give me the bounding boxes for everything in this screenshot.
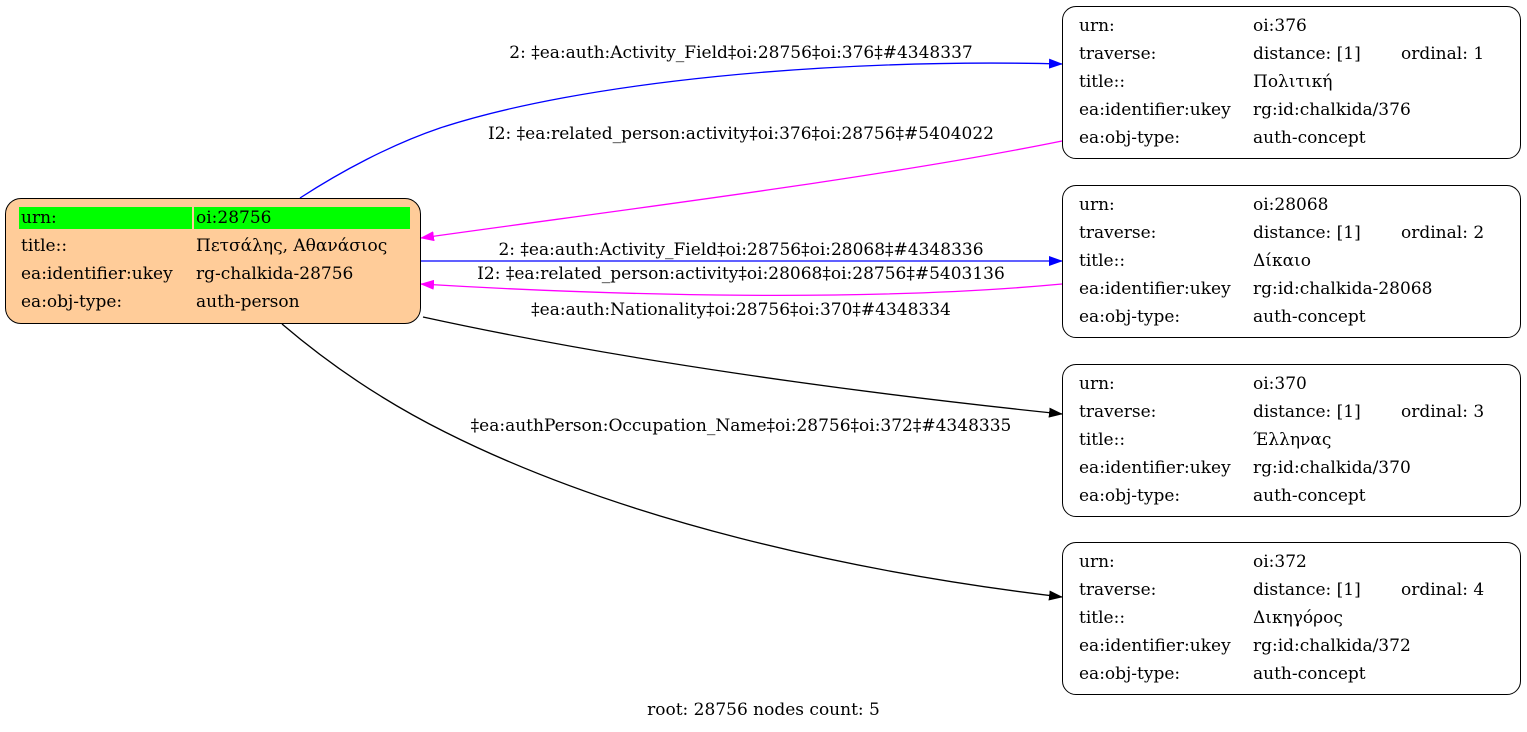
edge-label-occupation-372: ‡ea:authPerson:Occupation_Name‡oi:28756‡… <box>471 416 1012 436</box>
edge-occupation-372 <box>281 323 1063 601</box>
node-title-value: Πολιτική <box>1253 72 1333 92</box>
node-urn-value: oi:370 <box>1253 374 1307 394</box>
edge-label-related-person-28068: I2: ‡ea:related_person:activity‡oi:28068… <box>477 264 1005 284</box>
node-type-value: auth-concept <box>1253 128 1366 148</box>
node-type-value: auth-concept <box>1253 307 1366 327</box>
node-urn-key: urn: <box>1079 195 1115 215</box>
node-urn-value: oi:372 <box>1253 552 1307 572</box>
node-oi-372[interactable]: urn: oi:372 traverse: distance: [1] ordi… <box>1062 542 1521 695</box>
edge-label-activity-field-28068: 2: ‡ea:auth:Activity_Field‡oi:28756‡oi:2… <box>498 240 983 260</box>
edge-related-person-376 <box>420 140 1063 242</box>
root-type-value: auth-person <box>196 292 300 312</box>
node-traverse-key: traverse: <box>1079 44 1157 64</box>
root-urn-value: oi:28756 <box>194 207 410 229</box>
node-ukey-value: rg:id:chalkida-28068 <box>1253 279 1433 299</box>
edge-label-activity-field-376: 2: ‡ea:auth:Activity_Field‡oi:28756‡oi:3… <box>509 43 972 63</box>
root-ukey-key: ea:identifier:ukey <box>21 264 173 284</box>
node-type-value: auth-concept <box>1253 664 1366 684</box>
edge-label-nationality-370: ‡ea:auth:Nationality‡oi:28756‡oi:370‡#43… <box>531 300 951 320</box>
node-title-value: Δίκαιο <box>1253 251 1311 271</box>
node-distance: distance: [1] <box>1253 223 1361 243</box>
node-ordinal: ordinal: 4 <box>1401 580 1485 600</box>
node-ordinal: ordinal: 2 <box>1401 223 1485 243</box>
root-urn-key: urn: <box>19 207 192 229</box>
node-ukey-key: ea:identifier:ukey <box>1079 100 1231 120</box>
node-ukey-value: rg:id:chalkida/372 <box>1253 636 1411 656</box>
node-title-key: title:: <box>1079 430 1126 450</box>
edge-label-related-person-376: I2: ‡ea:related_person:activity‡oi:376‡o… <box>488 124 994 144</box>
root-ukey-value: rg-chalkida-28756 <box>196 264 354 284</box>
node-urn-key: urn: <box>1079 374 1115 394</box>
node-urn-key: urn: <box>1079 552 1115 572</box>
node-ordinal: ordinal: 1 <box>1401 44 1485 64</box>
node-type-key: ea:obj-type: <box>1079 128 1181 148</box>
node-urn-value: oi:376 <box>1253 16 1307 36</box>
node-ukey-key: ea:identifier:ukey <box>1079 458 1231 478</box>
node-oi-28068[interactable]: urn: oi:28068 traverse: distance: [1] or… <box>1062 185 1521 338</box>
node-ukey-value: rg:id:chalkida/376 <box>1253 100 1411 120</box>
node-ukey-value: rg:id:chalkida/370 <box>1253 458 1411 478</box>
node-ordinal: ordinal: 3 <box>1401 402 1485 422</box>
node-traverse-key: traverse: <box>1079 223 1157 243</box>
edge-nationality-370 <box>422 316 1063 418</box>
edge-activity-field-376 <box>299 58 1063 199</box>
node-distance: distance: [1] <box>1253 580 1361 600</box>
node-type-key: ea:obj-type: <box>1079 486 1181 506</box>
graph-footer-caption: root: 28756 nodes count: 5 <box>647 700 880 720</box>
edge-related-person-28068 <box>420 279 1063 297</box>
node-oi-370[interactable]: urn: oi:370 traverse: distance: [1] ordi… <box>1062 364 1521 517</box>
root-type-key: ea:obj-type: <box>21 292 123 312</box>
node-type-key: ea:obj-type: <box>1079 664 1181 684</box>
root-title-key: title:: <box>21 236 68 256</box>
root-node-oi-28756[interactable]: urn: oi:28756 title:: Πετσάλης, Αθανάσιο… <box>5 198 421 324</box>
node-title-value: Έλληνας <box>1253 430 1332 450</box>
node-title-key: title:: <box>1079 72 1126 92</box>
node-title-key: title:: <box>1079 251 1126 271</box>
node-oi-376[interactable]: urn: oi:376 traverse: distance: [1] ordi… <box>1062 6 1521 159</box>
node-ukey-key: ea:identifier:ukey <box>1079 279 1231 299</box>
node-urn-key: urn: <box>1079 16 1115 36</box>
node-type-key: ea:obj-type: <box>1079 307 1181 327</box>
node-type-value: auth-concept <box>1253 486 1366 506</box>
node-traverse-key: traverse: <box>1079 402 1157 422</box>
node-urn-value: oi:28068 <box>1253 195 1329 215</box>
node-title-key: title:: <box>1079 608 1126 628</box>
node-ukey-key: ea:identifier:ukey <box>1079 636 1231 656</box>
node-traverse-key: traverse: <box>1079 580 1157 600</box>
node-distance: distance: [1] <box>1253 402 1361 422</box>
node-title-value: Δικηγόρος <box>1253 608 1343 628</box>
node-distance: distance: [1] <box>1253 44 1361 64</box>
root-title-value: Πετσάλης, Αθανάσιος <box>196 236 388 256</box>
